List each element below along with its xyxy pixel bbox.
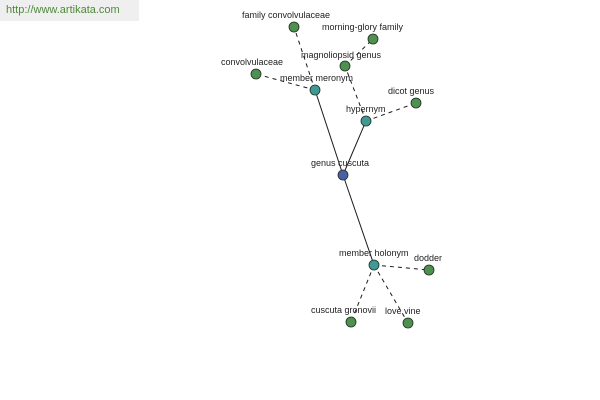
edge-member-holonym-to-dodder	[373, 264, 430, 271]
edge-member-holonym-to-cuscuta-gronovii	[350, 264, 375, 323]
edge-magnoliopsid-genus-to-morning-glory-family	[344, 38, 374, 67]
node-label-convolvulaceae[interactable]: convolvulaceae	[221, 57, 283, 67]
node-member-holonym[interactable]	[368, 259, 380, 271]
node-label-genus-cuscuta[interactable]: genus cuscuta	[311, 158, 369, 168]
edge-hypernym-to-magnoliopsid-genus	[344, 65, 367, 122]
node-label-love-vine[interactable]: love vine	[385, 306, 421, 316]
node-convolvulaceae[interactable]	[250, 68, 262, 80]
node-label-dicot-genus[interactable]: dicot genus	[388, 86, 435, 96]
node-morning-glory-family[interactable]	[367, 33, 379, 45]
node-cuscuta-gronovii[interactable]	[345, 316, 357, 328]
node-label-morning-glory-family[interactable]: morning-glory family	[322, 22, 404, 32]
node-label-family-convolvulaceae[interactable]: family convolvulaceae	[242, 10, 330, 20]
edge-genus-cuscuta-to-member-meronym	[314, 89, 344, 176]
edge-genus-cuscuta-to-member-holonym	[342, 174, 375, 266]
edges-layer	[255, 26, 430, 324]
node-magnoliopsid-genus[interactable]	[339, 60, 351, 72]
edge-genus-cuscuta-to-hypernym	[342, 120, 367, 176]
node-label-hypernym[interactable]: hypernym	[346, 104, 386, 114]
nodes-layer	[250, 21, 435, 329]
node-hypernym[interactable]	[360, 115, 372, 127]
node-label-cuscuta-gronovii[interactable]: cuscuta gronovii	[311, 305, 376, 315]
site-url-link[interactable]: http://www.artikata.com	[0, 0, 139, 21]
labels-layer: genus cuscuta member meronym hypernym membe…	[221, 10, 442, 316]
edge-hypernym-to-dicot-genus	[365, 102, 417, 122]
edge-member-holonym-to-love-vine	[373, 264, 409, 324]
node-label-member-meronym[interactable]: member meronym	[280, 73, 353, 83]
node-member-meronym[interactable]	[309, 84, 321, 96]
node-label-member-holonym[interactable]: member holonym	[339, 248, 409, 258]
edge-member-meronym-to-convolvulaceae	[255, 73, 316, 91]
node-genus-cuscuta[interactable]	[337, 169, 349, 181]
edge-member-meronym-to-family-convolvulaceae	[293, 26, 316, 91]
node-family-convolvulaceae[interactable]	[288, 21, 300, 33]
node-love-vine[interactable]	[402, 317, 414, 329]
node-dodder[interactable]	[423, 264, 435, 276]
node-label-dodder[interactable]: dodder	[414, 253, 442, 263]
node-label-magnoliopsid-genus[interactable]: magnoliopsid genus	[301, 50, 382, 60]
node-dicot-genus[interactable]	[410, 97, 422, 109]
